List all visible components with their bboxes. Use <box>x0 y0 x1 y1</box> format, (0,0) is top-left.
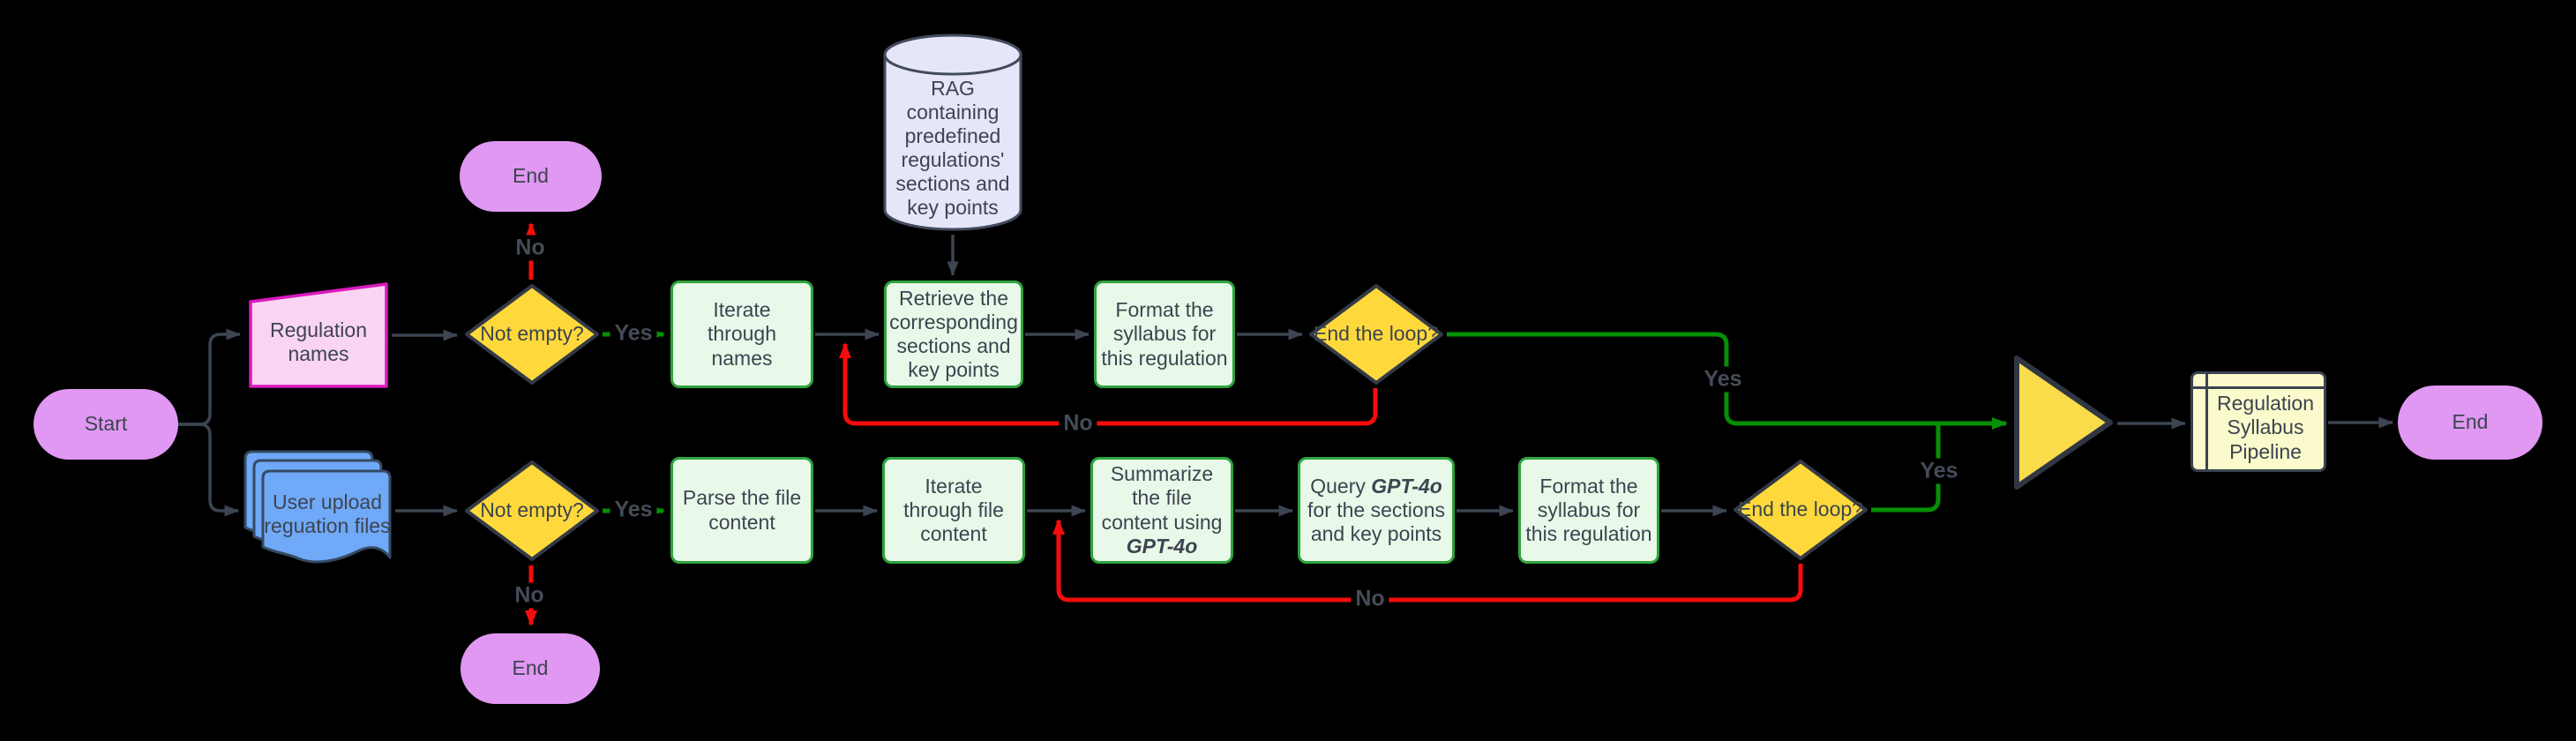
multiple-documents-icon <box>243 450 392 564</box>
summarize-text: Summarize the file content using <box>1101 462 1223 534</box>
end-bottom-label: End <box>512 656 549 680</box>
start-label: Start <box>84 412 128 436</box>
user-files-label: User upload reguation files <box>264 490 391 537</box>
edge-label-yes-end-loop-top: Yes <box>1699 366 1747 393</box>
iterate-names-label: Iterate through names <box>707 298 776 370</box>
end-right-label: End <box>2452 410 2489 434</box>
edge-no-end-loop-bottom-back <box>1052 519 1803 603</box>
node-iterate-names: Iterate through names <box>670 281 813 388</box>
decision-diamond-icon <box>465 460 599 561</box>
merge-triangle-icon <box>2014 356 2113 490</box>
query-label: Query GPT-4o for the sections and key po… <box>1304 475 1449 546</box>
decision-diamond-icon <box>1309 284 1443 385</box>
format-bottom-label: Format the syllabus for this regulation <box>1525 474 1652 546</box>
node-parse-file: Parse the file content <box>670 457 813 564</box>
parse-label: Parse the file content <box>682 486 802 534</box>
decision-diamond-icon <box>465 284 599 385</box>
edge-yes-end-loop-bottom-join <box>1871 425 1941 513</box>
summarize-gpt-text: GPT-4o <box>1126 534 1198 558</box>
manual-input-shape-icon <box>249 282 388 388</box>
node-iterate-files: Iterate through file content <box>882 457 1025 564</box>
end-top-label: End <box>513 164 549 188</box>
node-end-top: End <box>460 141 602 212</box>
rag-db-label: RAG containing predefined regulations' s… <box>895 76 1010 220</box>
pipeline-label: Regulation Syllabus Pipeline <box>2217 392 2314 463</box>
summarize-label: Summarize the file content using GPT-4o <box>1097 462 1227 558</box>
query-gpt-text: GPT-4o <box>1371 474 1442 498</box>
edge-label-no-end-loop-bottom: No <box>1351 586 1389 612</box>
edge-label-yes-not-empty-top: Yes <box>610 320 657 347</box>
node-retrieve-sections: Retrieve the corresponding sections and … <box>884 281 1023 388</box>
node-end-loop-bottom: End the loop? <box>1732 458 1869 562</box>
regulation-names-label: Regulation names <box>270 318 367 365</box>
node-regulation-names: Regulation names <box>247 281 390 390</box>
iterate-files-label: Iterate through file content <box>903 474 1004 546</box>
node-pipeline-output: Regulation Syllabus Pipeline <box>2190 371 2326 472</box>
node-user-upload-files: User upload reguation files <box>243 450 393 572</box>
query-text-pre: Query <box>1310 474 1372 498</box>
note-vertical-line <box>2205 374 2208 469</box>
edge-label-no-end-loop-top: No <box>1059 410 1097 437</box>
edge-start-to-regulation-names <box>178 328 241 426</box>
edge-label-yes-not-empty-bottom: Yes <box>610 497 657 523</box>
node-format-syllabus-bottom: Format the syllabus for this regulation <box>1518 457 1659 564</box>
end-loop-bottom-label: End the loop? <box>1738 498 1863 521</box>
not-empty-top-label: Not empty? <box>480 322 584 346</box>
retrieve-label: Retrieve the corresponding sections and … <box>889 286 1018 382</box>
node-end-loop-top: End the loop? <box>1307 282 1445 386</box>
format-top-label: Format the syllabus for this regulation <box>1101 298 1228 370</box>
node-not-empty-bottom: Not empty? <box>463 459 601 563</box>
database-cylinder-icon <box>883 34 1022 231</box>
node-merge-junction <box>2013 353 2115 492</box>
edge-label-yes-end-loop-bottom: Yes <box>1915 458 1963 484</box>
edge-no-end-loop-top-back <box>839 342 1378 426</box>
edge-start-to-user-files <box>178 423 239 517</box>
node-summarize-file: Summarize the file content using GPT-4o <box>1090 457 1233 564</box>
node-format-syllabus-top: Format the syllabus for this regulation <box>1094 281 1235 388</box>
node-start: Start <box>34 389 178 460</box>
node-query-gpt: Query GPT-4o for the sections and key po… <box>1298 457 1455 564</box>
node-end-right: End <box>2398 385 2542 460</box>
node-rag-database: RAG containing predefined regulations' s… <box>882 32 1023 233</box>
edge-label-no-not-empty-bottom: No <box>510 582 549 609</box>
node-not-empty-top: Not empty? <box>463 282 601 386</box>
note-horizontal-line <box>2193 386 2324 389</box>
query-text-post: for the sections and key points <box>1307 498 1445 546</box>
not-empty-bottom-label: Not empty? <box>480 498 584 522</box>
edge-label-no-not-empty-top: No <box>511 235 550 261</box>
decision-diamond-icon <box>1734 460 1868 560</box>
node-end-bottom: End <box>461 633 600 704</box>
end-loop-top-label: End the loop? <box>1314 322 1439 346</box>
